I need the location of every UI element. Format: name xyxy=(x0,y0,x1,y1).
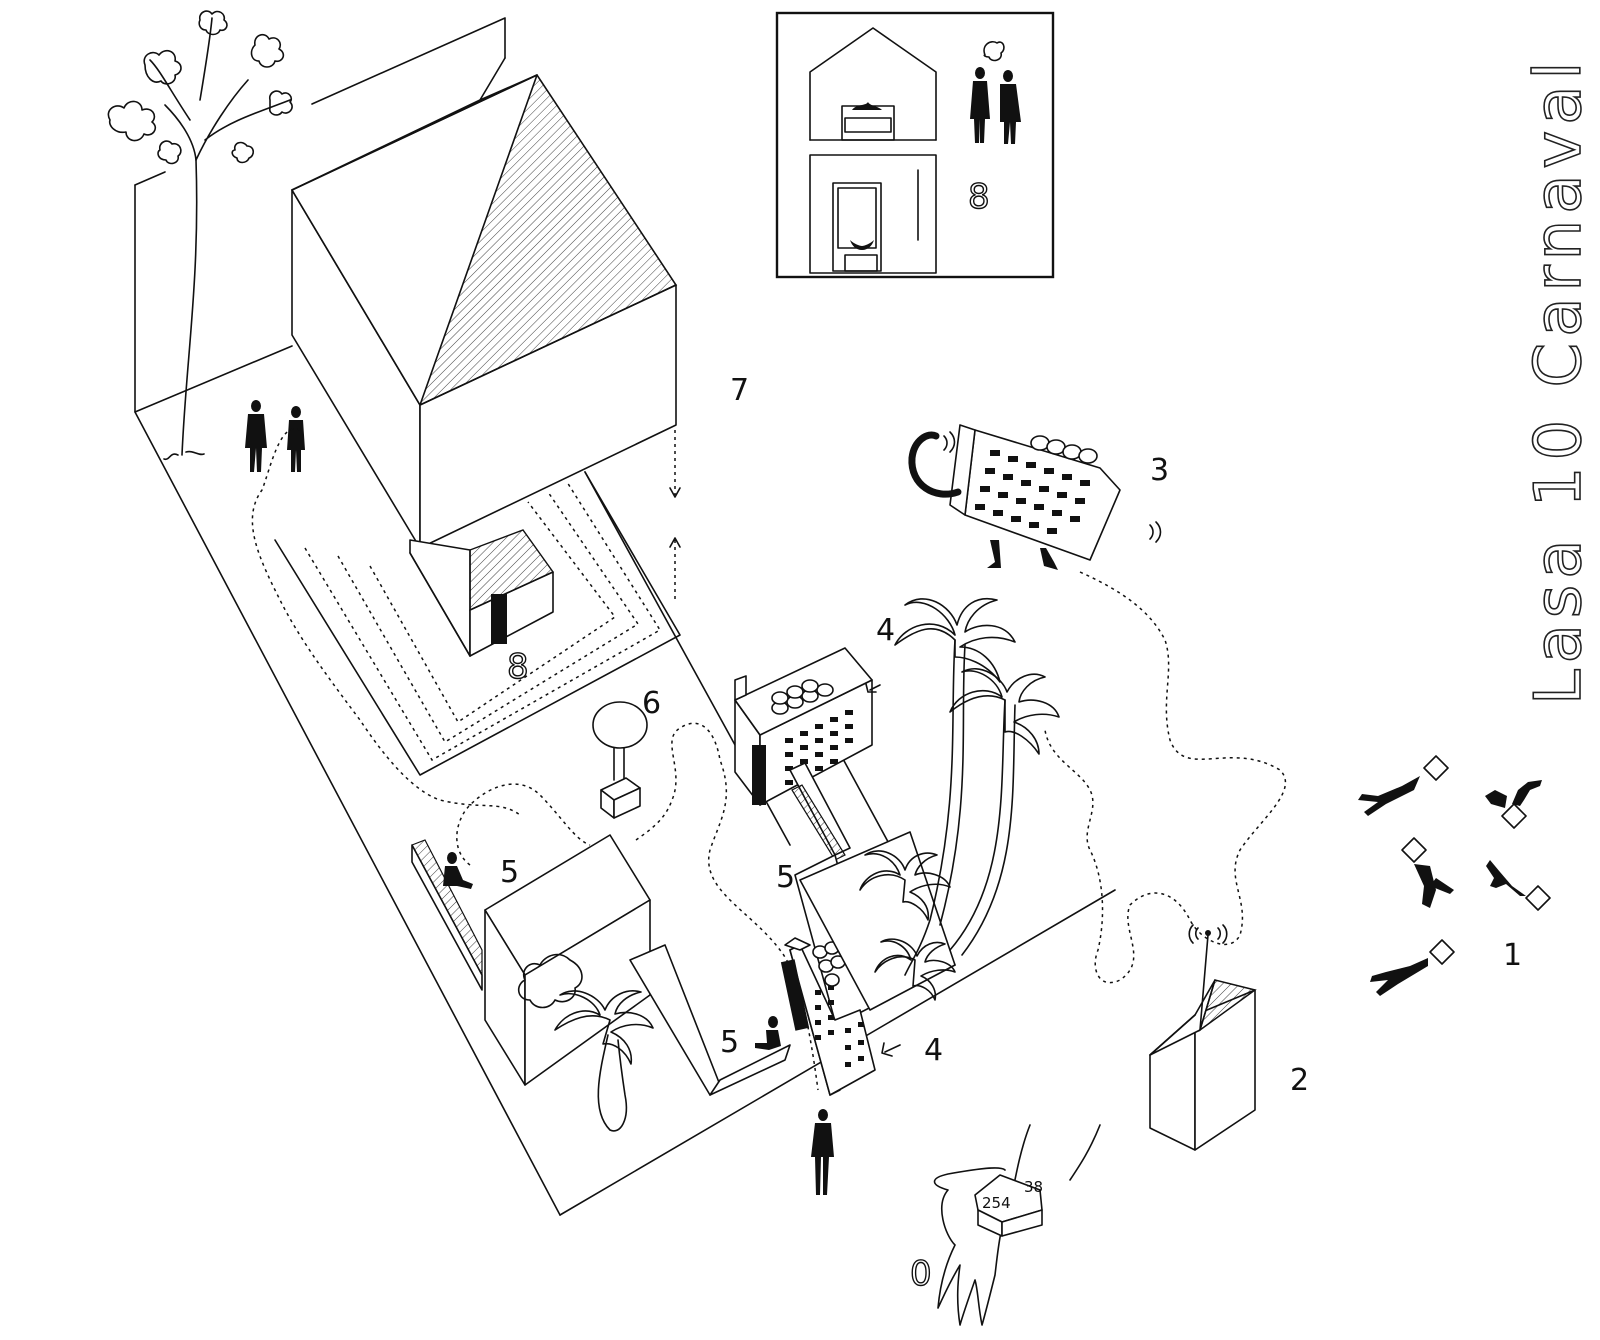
label-8-shrine: 8 xyxy=(507,647,529,687)
hand-tag-text: 254 38 xyxy=(982,1178,1043,1212)
lollipop-tree xyxy=(592,701,648,819)
section-inset xyxy=(775,11,1055,279)
tag-number: 254 xyxy=(982,1194,1011,1212)
terraces xyxy=(274,471,681,776)
seated-figure-lower xyxy=(755,1016,781,1050)
lying-figures xyxy=(1358,755,1551,996)
label-5-left: 5 xyxy=(500,855,519,890)
standing-figure xyxy=(811,1109,834,1195)
connecting-wall xyxy=(789,762,851,861)
label-0: 0 xyxy=(910,1254,932,1294)
label-4-upper: 4 xyxy=(876,613,895,648)
shrine-house xyxy=(409,529,555,657)
vertical-title: Lasa 10 Carnaval xyxy=(1522,56,1596,705)
label-7: 7 xyxy=(730,373,749,408)
lower-left-block xyxy=(411,834,791,1132)
number-labels: 0 1 2 3 4 4 5 5 5 6 7 8 8 xyxy=(500,176,1522,1294)
label-8-inset: 8 xyxy=(968,177,990,217)
big-house xyxy=(290,57,678,549)
antenna-house xyxy=(1149,924,1257,1151)
label-3: 3 xyxy=(1150,453,1169,488)
dotted-paths xyxy=(251,427,1287,1091)
seated-figure-upper xyxy=(443,852,473,889)
couple-figures xyxy=(245,400,305,472)
hand-with-tag xyxy=(933,1124,1101,1326)
label-1: 1 xyxy=(1503,938,1522,973)
label-2: 2 xyxy=(1290,1063,1309,1098)
label-6: 6 xyxy=(642,686,661,721)
tag-small-number: 38 xyxy=(1024,1178,1043,1196)
vertical-arrows xyxy=(669,430,681,600)
courtyard-palms xyxy=(799,598,1060,1011)
tall-tree xyxy=(107,10,293,461)
label-4-lower: 4 xyxy=(924,1033,943,1068)
walking-building-creature xyxy=(908,424,1162,570)
label-5-middle: 5 xyxy=(776,860,795,895)
label-5-bottom: 5 xyxy=(720,1025,739,1060)
residence-block-upper xyxy=(734,647,881,806)
